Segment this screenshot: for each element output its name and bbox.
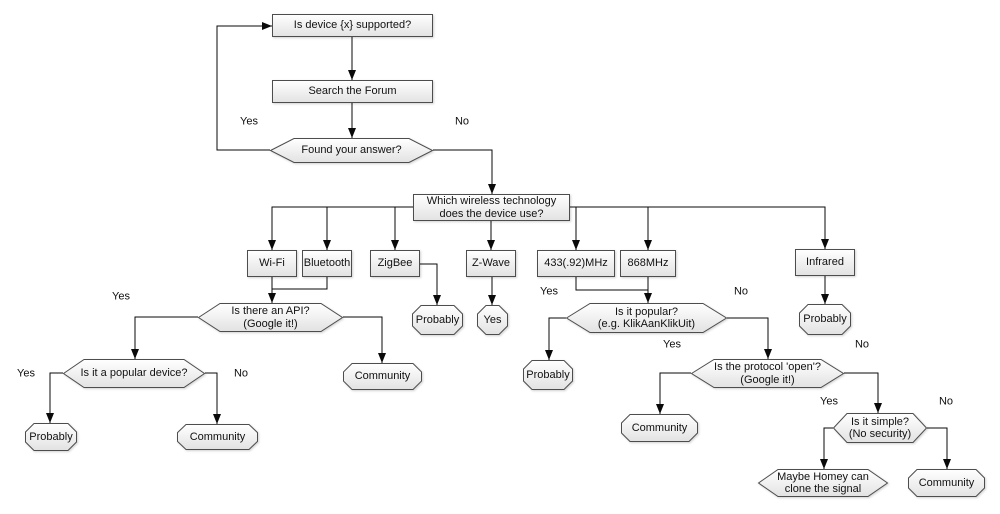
rect-shape [272,14,433,37]
octagon-shape [343,363,422,390]
octagon-shape [621,414,698,442]
edge-whichtech-right-rail-to-infrared [570,206,829,249]
node-mhz-433: 433(.92)MHz [537,250,615,277]
node-community-protocol-yes: Community [621,414,698,442]
node-search-the-forum: Search the Forum [272,80,433,103]
rect-shape [247,250,297,277]
node-community-api-no: Community [343,363,422,390]
edge-label-simple-yes: Yes [820,395,838,408]
edge-popular-device-no-branch [205,372,221,424]
octagon-shape [177,424,258,450]
hexagon-shape [757,469,889,497]
edge-popular-device-yes-branch [46,372,63,423]
node-yes-zwave: Yes [477,305,508,335]
node-is-it-a-popular-device: Is it a popular device? [62,359,206,388]
octagon-shape [799,304,851,335]
edge-label-found-no: No [454,115,470,128]
node-is-it-simple: Is it simple? (No security) [832,413,928,443]
octagon-shape [477,305,508,335]
edge-api-yes-branch [131,316,198,359]
node-is-there-an-api: Is there an API? (Google it!) [197,303,344,332]
octagon-shape [412,305,463,335]
node-infrared: Infrared [795,249,855,276]
edge-label-protocol-yes: Yes [663,338,681,351]
edge-popular-yes-branch [545,317,566,360]
edge-popular-no-branch [727,317,772,359]
node-is-protocol-open: Is the protocol 'open'? (Google it!) [690,359,845,388]
edge-found-no-to-whichtech [433,149,496,194]
node-probably-infrared: Probably [799,304,851,335]
edge-protocol-yes-branch [656,372,691,414]
edge-label-protocol-no: No [854,338,870,351]
node-which-wireless-technology: Which wireless technology does the devic… [413,194,570,221]
edge-label-popular-device-no: No [233,367,249,380]
edge-label-found-yes: Yes [240,115,258,128]
rect-shape [466,250,516,277]
edge-433-join-868 [575,277,648,291]
edge-label-simple-no: No [938,395,954,408]
node-zigbee: ZigBee [370,250,420,277]
hexagon-shape [269,138,434,163]
node-is-device-supported: Is device {x} supported? [272,14,433,37]
node-community-popular-device-no: Community [177,424,258,450]
edge-simple-no-branch [927,427,951,469]
node-mhz-868: 868MHz [620,250,676,277]
edge-label-api-yes: Yes [112,290,130,303]
hexagon-shape [690,359,845,388]
edge-whichtech-to-wifi [268,206,413,250]
rect-shape [302,250,352,277]
edge-bluetooth-join-wifi [272,277,328,290]
edge-label-popular-yes: Yes [540,285,558,298]
edge-label-popular-device-yes: Yes [17,367,35,380]
edge-zigbee-to-probably [420,263,441,305]
node-bluetooth: Bluetooth [302,250,352,277]
edge-protocol-no-branch [844,372,882,413]
edge-api-no-branch [343,316,386,363]
rect-shape [537,250,615,277]
node-is-it-popular: Is it popular? (e.g. KlikAanKlikUit) [565,303,728,333]
node-zwave: Z-Wave [466,250,516,277]
node-found-your-answer: Found your answer? [269,138,434,163]
hexagon-shape [62,359,206,388]
edge-simple-yes-branch [820,427,833,469]
node-wifi: Wi-Fi [247,250,297,277]
node-probably-zigbee: Probably [412,305,463,335]
node-community-simple-no: Community [908,469,985,497]
rect-shape [620,250,676,277]
node-probably-popular-device-yes: Probably [25,423,77,451]
node-maybe-homey-can-clone: Maybe Homey can clone the signal [757,469,889,497]
node-probably-433-yes: Probably [523,360,573,390]
rect-shape [795,249,855,276]
hexagon-shape [832,413,928,443]
edge-label-popular-no: No [733,285,749,298]
octagon-shape [908,469,985,497]
hexagon-shape [197,303,344,332]
octagon-shape [25,423,77,451]
rect-shape [272,80,433,103]
edge-found-yes-loop [216,22,272,151]
rect-shape [413,194,570,221]
hexagon-shape [565,303,728,333]
rect-shape [370,250,420,277]
octagon-shape [523,360,573,390]
